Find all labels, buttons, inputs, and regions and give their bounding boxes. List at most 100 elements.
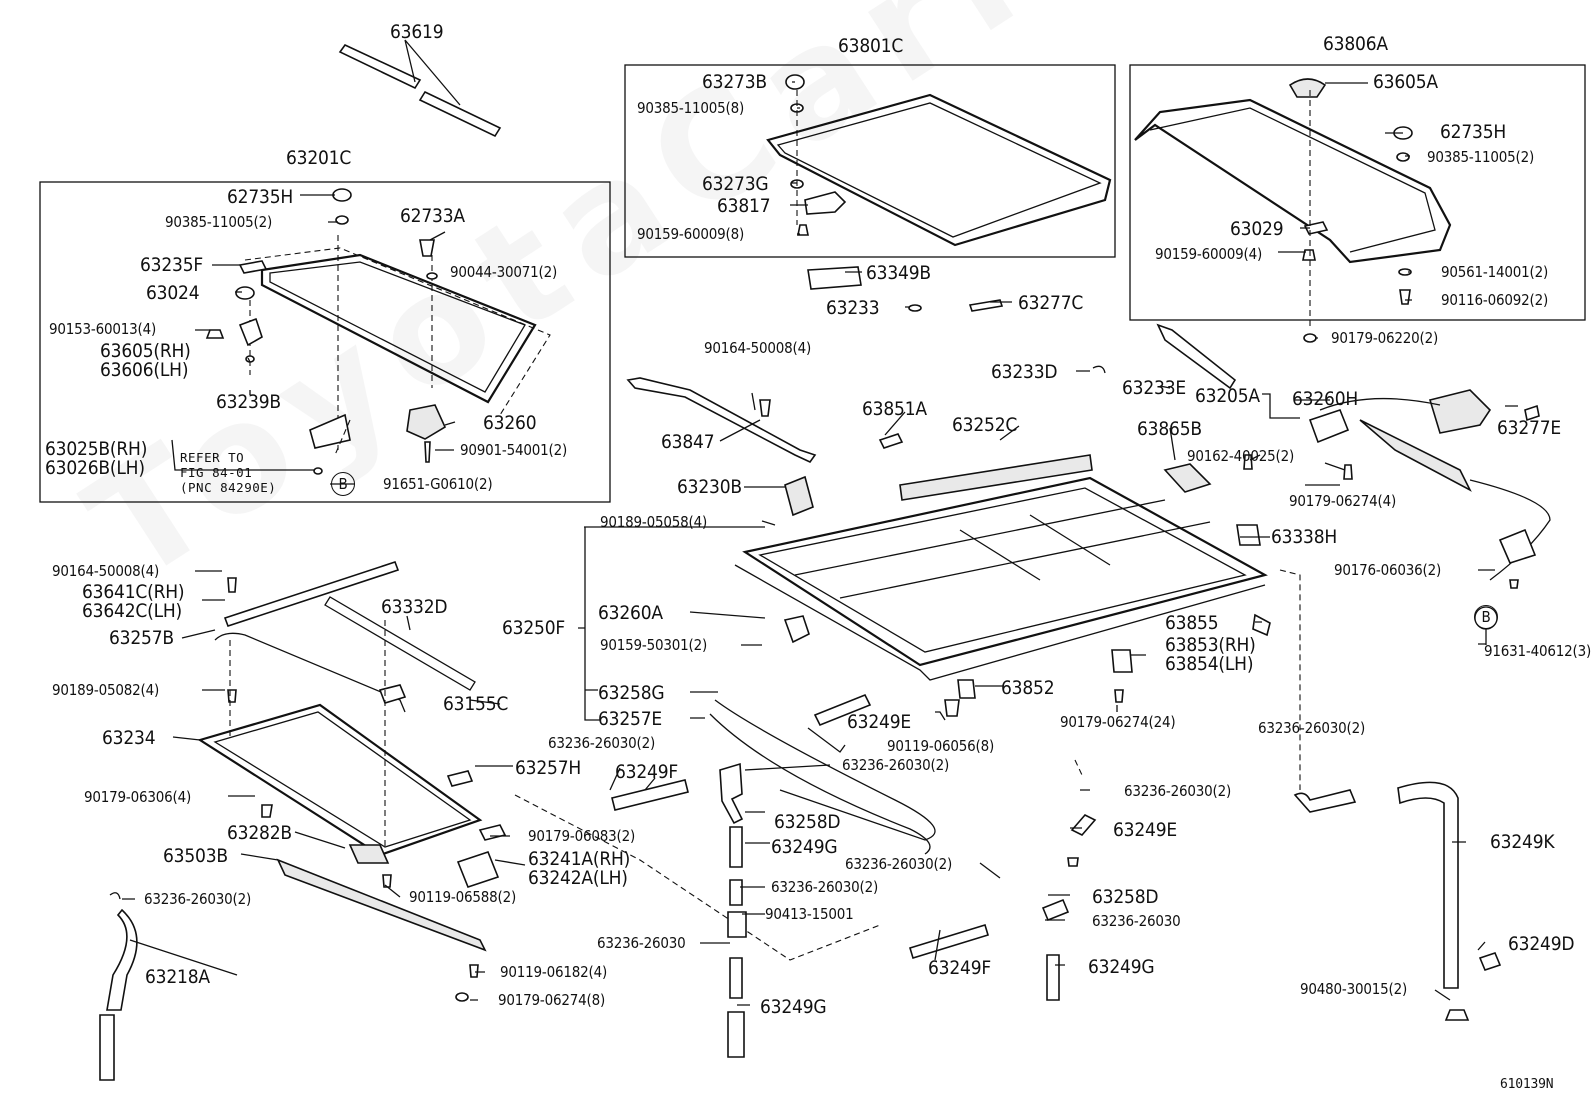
label-63249f-b: 63249F (928, 957, 991, 979)
label-90179-06083: 90179-06083(2) (528, 827, 636, 845)
label-b-circle-2: B (1474, 605, 1498, 629)
part-63847 (626, 377, 817, 517)
ref-note-line-1: REFER TO (180, 450, 245, 465)
label-63155c: 63155C (443, 693, 509, 715)
label-63205a: 63205A (1195, 385, 1260, 407)
label-63233: 63233 (826, 297, 880, 319)
ref-note-line-2: FIG 84-01 (180, 465, 253, 480)
label-63024: 63024 (146, 282, 200, 304)
label-90385-11005-8: 90385-11005(8) (637, 99, 745, 117)
box-63201c (39, 181, 611, 503)
label-63257e: 63257E (598, 708, 662, 730)
label-62733a: 62733A (400, 205, 465, 227)
label-63817: 63817 (717, 195, 771, 217)
label-90179-06306: 90179-06306(4) (84, 788, 192, 806)
label-63258d-a: 63258D (774, 811, 841, 833)
label-63503b: 63503B (163, 845, 228, 867)
label-63233d: 63233D (991, 361, 1058, 383)
label-62735h-b: 62735H (1440, 121, 1507, 143)
label-63236-26030-h: 63236-26030 (1092, 912, 1181, 930)
label-63619: 63619 (390, 21, 444, 43)
label-b-circle: B (331, 472, 355, 496)
label-63236-26030-d: 63236-26030(2) (1124, 782, 1232, 800)
label-90162-40025: 90162-40025(2) (1187, 447, 1295, 465)
label-63250f: 63250F (502, 617, 565, 639)
label-63847: 63847 (661, 431, 715, 453)
label-63853-rh: 63853(RH) (1165, 634, 1256, 656)
label-63277e: 63277E (1497, 417, 1561, 439)
label-90179-06274-24: 90179-06274(24) (1060, 713, 1176, 731)
label-63236-26030-c: 63236-26030(2) (842, 756, 950, 774)
label-63865b: 63865B (1137, 418, 1202, 440)
label-62735h: 62735H (227, 186, 294, 208)
label-90119-06182: 90119-06182(4) (500, 963, 608, 981)
label-90153-60013: 90153-60013(4) (49, 320, 157, 338)
label-63260a: 63260A (598, 602, 663, 624)
part-63619 (338, 39, 502, 138)
label-90119-06056: 90119-06056(8) (887, 737, 995, 755)
label-91651-g0610: 91651-G0610(2) (383, 475, 493, 493)
label-90179-06220: 90179-06220(2) (1331, 329, 1439, 347)
label-91631-40612: 91631-40612(3) (1484, 642, 1592, 660)
label-63233e: 63233E (1122, 377, 1186, 399)
label-90044-30071: 90044-30071(2) (450, 263, 558, 281)
label-63025b-rh: 63025B(RH) (45, 438, 148, 460)
label-63642c-lh: 63642C(LH) (82, 600, 183, 622)
label-63236-26030-e: 63236-26030(2) (845, 855, 953, 873)
part-drain-hoses (99, 569, 1502, 1081)
label-63234: 63234 (102, 727, 156, 749)
label-90119-06588: 90119-06588(2) (409, 888, 517, 906)
label-63236-26030-i: 63236-26030 (597, 934, 686, 952)
label-90385-11005: 90385-11005(2) (165, 213, 273, 231)
label-63641c-rh: 63641C(RH) (82, 581, 185, 603)
label-63852: 63852 (1001, 677, 1055, 699)
part-63201c (205, 188, 551, 475)
label-63242a-lh: 63242A(LH) (528, 867, 628, 889)
label-63249e-b: 63249E (1113, 819, 1177, 841)
part-63801c (766, 74, 1112, 247)
label-63801c: 63801C (838, 35, 904, 57)
label-63806a: 63806A (1323, 33, 1388, 55)
label-63249g-c: 63249G (760, 996, 827, 1018)
label-63029: 63029 (1230, 218, 1284, 240)
label-90179-06274-4: 90179-06274(4) (1289, 492, 1397, 510)
label-63249e-a: 63249E (847, 711, 911, 733)
label-63258g: 63258G (598, 682, 665, 704)
label-63257h: 63257H (515, 757, 582, 779)
label-63851a: 63851A (862, 398, 927, 420)
label-63239b: 63239B (216, 391, 281, 413)
label-63249d: 63249D (1508, 933, 1575, 955)
label-90413-15001: 90413-15001 (765, 905, 854, 923)
box-63801c (624, 64, 1116, 258)
label-90159-60009-8: 90159-60009(8) (637, 225, 745, 243)
label-63282b: 63282B (227, 822, 292, 844)
label-63201c: 63201C (286, 147, 352, 169)
label-63260h: 63260H (1292, 388, 1359, 410)
label-90159-60009-4: 90159-60009(4) (1155, 245, 1263, 263)
label-63252c: 63252C (952, 414, 1018, 436)
label-90164-50008-a: 90164-50008(4) (704, 339, 812, 357)
label-90116-06092: 90116-06092(2) (1441, 291, 1549, 309)
label-90901-54001: 90901-54001(2) (460, 441, 568, 459)
label-63606-lh: 63606(LH) (100, 359, 189, 381)
ref-note-line-3: (PNC 84290E) (180, 480, 277, 495)
label-63249g-a: 63249G (771, 836, 838, 858)
label-90176-06036: 90176-06036(2) (1334, 561, 1442, 579)
label-90159-50301: 90159-50301(2) (600, 636, 708, 654)
diagram-code: 610139N (1500, 1077, 1554, 1092)
leader-lines (122, 81, 1518, 1006)
label-63258d-b: 63258D (1092, 886, 1159, 908)
label-63236-26030-b: 63236-26030(2) (1258, 719, 1366, 737)
label-63273g: 63273G (702, 173, 769, 195)
label-90164-50008-b: 90164-50008(4) (52, 562, 160, 580)
label-63236-26030-a: 63236-26030(2) (548, 734, 656, 752)
label-63236-26030-g: 63236-26030(2) (144, 890, 252, 908)
label-63605-rh: 63605(RH) (100, 340, 191, 362)
label-63273b: 63273B (702, 71, 767, 93)
part-63260h (1308, 389, 1551, 645)
label-90189-05082: 90189-05082(4) (52, 681, 160, 699)
label-90561-14001: 90561-14001(2) (1441, 263, 1549, 281)
label-90480-30015: 90480-30015(2) (1300, 980, 1408, 998)
